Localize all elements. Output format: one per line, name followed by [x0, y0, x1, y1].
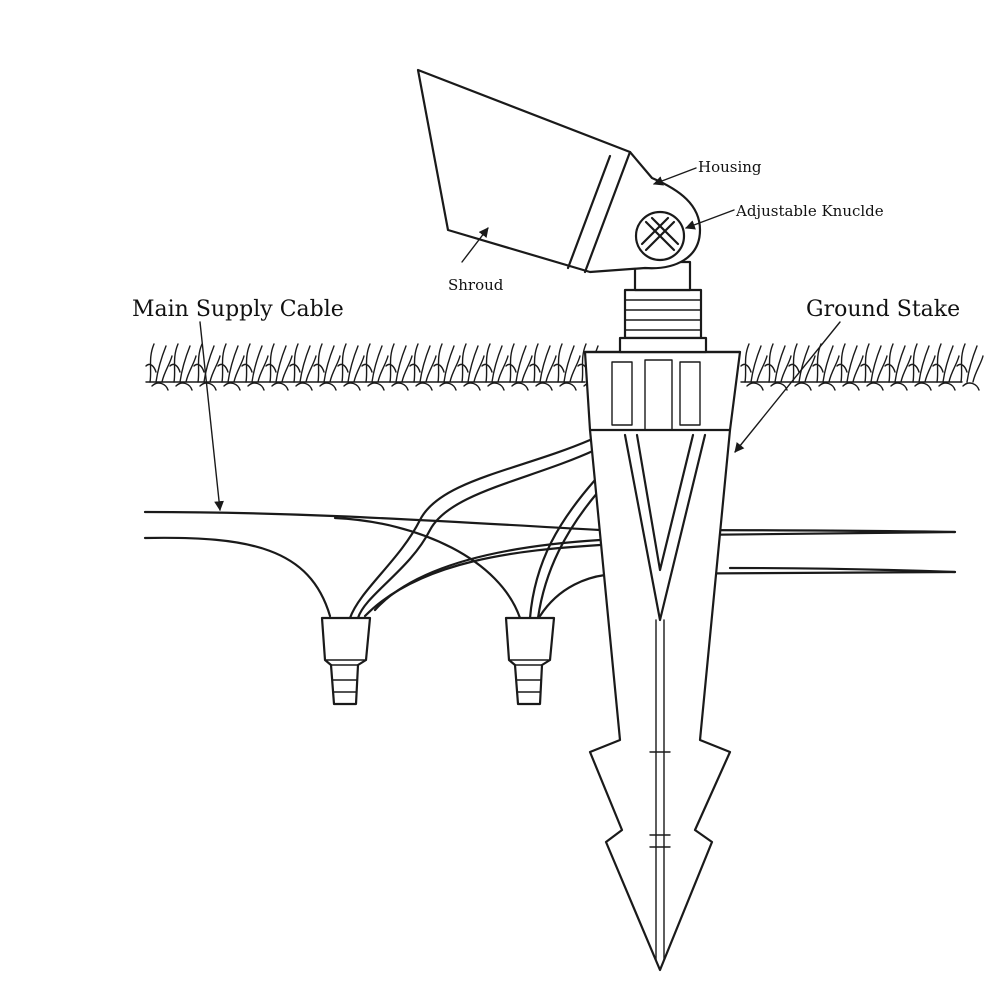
grass-tuft [884, 343, 912, 391]
label-ground-stake: Ground Stake [806, 297, 960, 322]
grass-tuft [385, 343, 413, 391]
label-housing: Housing [698, 158, 762, 176]
label-adjustable-knuckle: Adjustable Knuclde [735, 202, 884, 220]
grass-tuft [836, 343, 864, 391]
ground-stake [583, 350, 742, 972]
grass-tuft [433, 343, 461, 391]
label-main-supply-cable: Main Supply Cable [132, 297, 344, 322]
grass-tuft [169, 343, 197, 391]
grass-tuft [740, 343, 768, 391]
grass-tuft [860, 343, 888, 391]
wire-connector-right [504, 616, 556, 706]
grass-tuft [193, 343, 221, 391]
grass-tuft [553, 343, 581, 391]
grass-tuft [932, 343, 960, 391]
grass-tuft [956, 343, 984, 391]
grass-tuft [788, 343, 816, 391]
grass-tuft [457, 343, 485, 391]
grass-right [740, 343, 984, 391]
grass-tuft [337, 343, 365, 391]
grass-left [145, 343, 605, 391]
grass-tuft [265, 343, 293, 391]
grass-tuft [908, 343, 936, 391]
grass-tuft [289, 343, 317, 391]
leader-lines [199, 167, 841, 511]
adjustable-knuckle [634, 210, 686, 262]
grass-tuft [812, 343, 840, 391]
wire-connector-left [320, 616, 372, 706]
grass-tuft [145, 343, 173, 391]
label-shroud: Shroud [448, 276, 504, 294]
grass-tuft [529, 343, 557, 391]
grass-tuft [764, 343, 792, 391]
grass-tuft [241, 343, 269, 391]
grass-tuft [313, 343, 341, 391]
main-supply-cable [143, 510, 957, 618]
fixture-lead-wires [333, 438, 600, 620]
grass-tuft [481, 343, 509, 391]
grass-tuft [505, 343, 533, 391]
grass-tuft [361, 343, 389, 391]
grass-tuft [217, 343, 245, 391]
threaded-stem [618, 288, 708, 354]
fixture-shroud [416, 68, 702, 274]
grass-tuft [409, 343, 437, 391]
